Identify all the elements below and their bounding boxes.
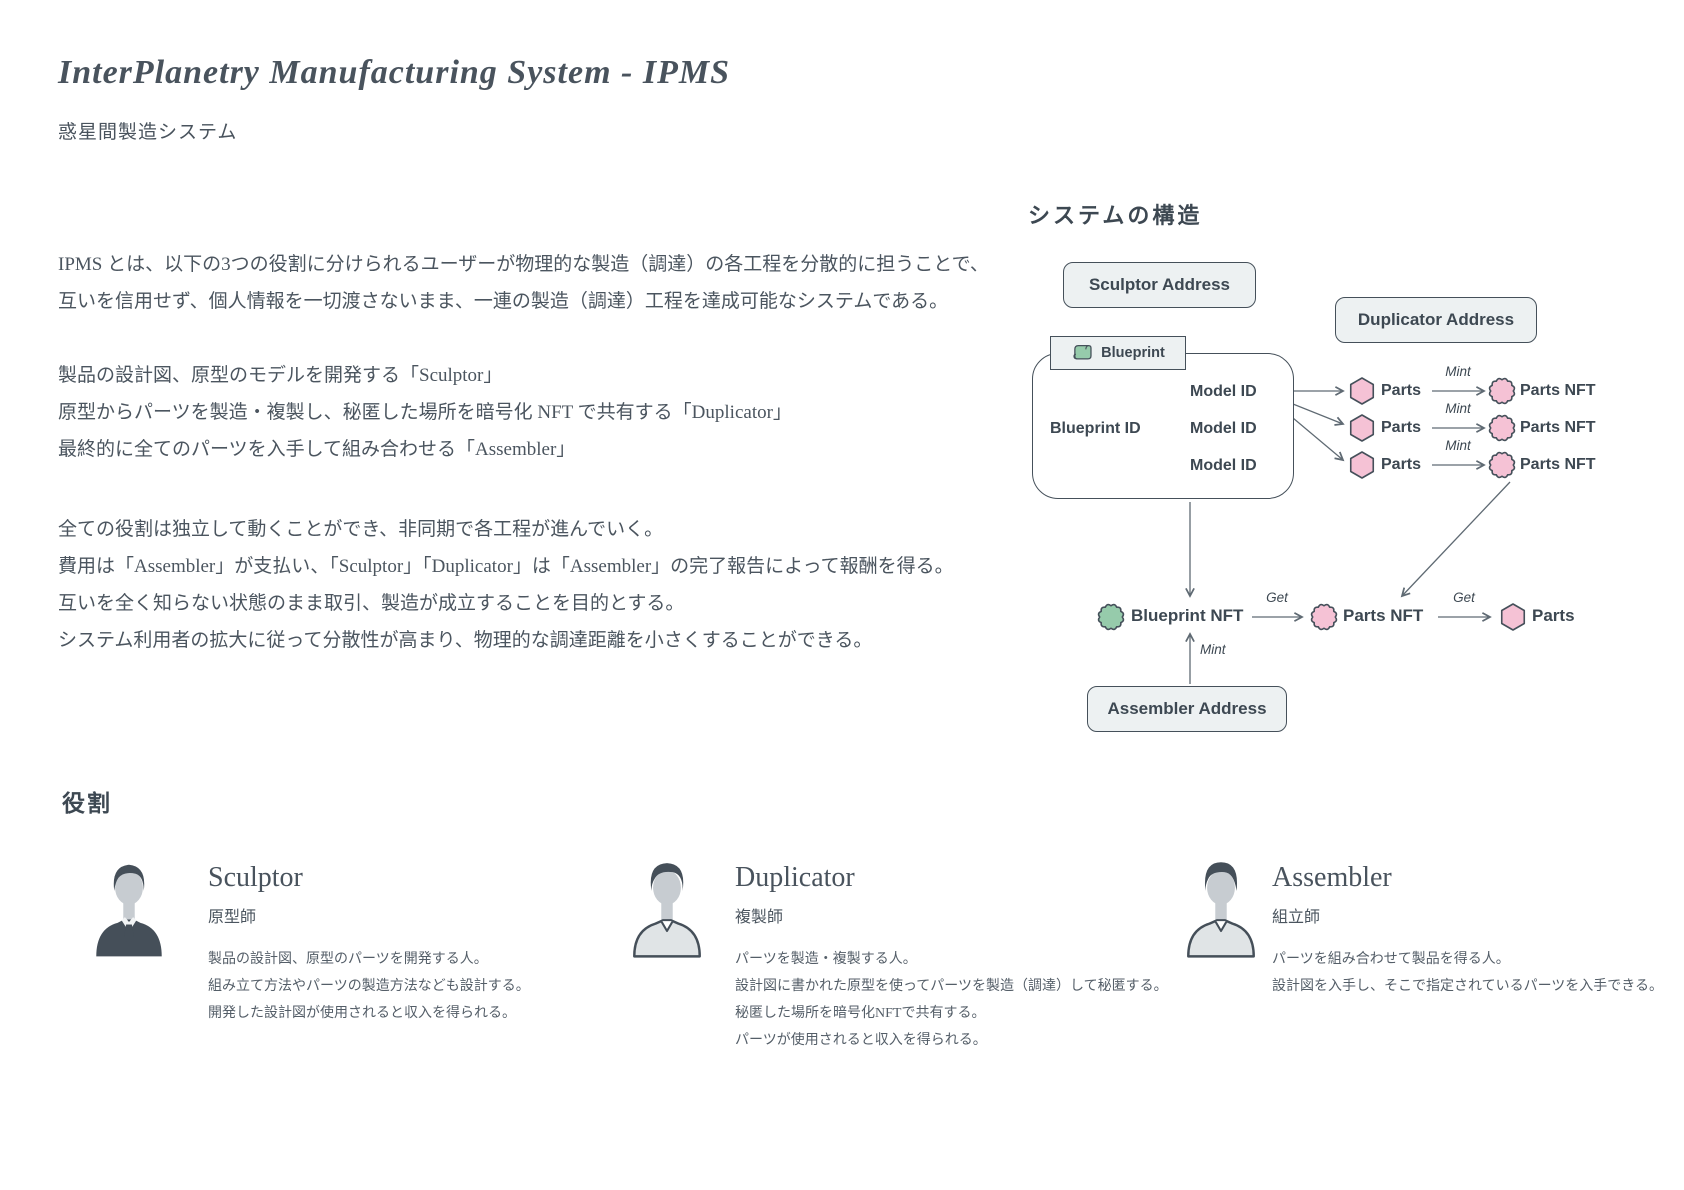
intro-line: IPMS とは、以下の3つの役割に分けられるユーザーが物理的な製造（調達）の各工…	[58, 254, 989, 275]
intro-paragraph-1: IPMS とは、以下の3つの役割に分けられるユーザーが物理的な製造（調達）の各工…	[58, 246, 989, 320]
role-desc-line: 秘匿した場所を暗号化NFTで共有する。	[735, 1006, 986, 1021]
role-desc-line: 設計図を入手し、そこで指定されているパーツを入手できる。	[1272, 979, 1664, 994]
blueprint-nft-label: Blueprint NFT	[1131, 606, 1244, 625]
get-label: Get	[1266, 590, 1288, 605]
parts-label: Parts	[1532, 606, 1575, 625]
role-name-ja-sculptor: 原型師	[208, 909, 257, 926]
blueprint-scroll-icon	[1073, 345, 1092, 360]
role-name-sculptor: Sculptor	[208, 862, 303, 893]
page-subtitle: 惑星間製造システム	[58, 122, 238, 143]
role-desc-line: パーツが使用されると収入を得られる。	[735, 1033, 987, 1048]
model-id-label-1: Model ID	[1190, 383, 1257, 400]
assembler-address-box: Assembler Address	[1087, 686, 1287, 732]
sculptor-address-box: Sculptor Address	[1063, 262, 1256, 308]
intro-line: 原型からパーツを製造・複製し、秘匿した場所を暗号化 NFT で共有する「Dupl…	[58, 402, 792, 423]
model-id-label-3: Model ID	[1190, 457, 1257, 474]
parts-label: Parts	[1381, 419, 1422, 436]
blueprint-container-box	[1032, 353, 1294, 499]
role-name-ja-assembler: 組立師	[1272, 909, 1321, 926]
parts-nft-label: Parts NFT	[1520, 419, 1596, 436]
mint-label: Mint	[1445, 401, 1471, 416]
duplicator-address-box: Duplicator Address	[1335, 297, 1537, 343]
intro-line: システム利用者の拡大に従って分散性が高まり、物理的な調達距離を小さくすることがで…	[58, 630, 873, 651]
parts-hexagon-icon	[1500, 603, 1526, 631]
role-desc-duplicator: パーツを製造・複製する人。 設計図に書かれた原型を使ってパーツを製造（調達）して…	[735, 946, 1168, 1054]
parts-nft-badge-icon	[1310, 603, 1338, 631]
intro-paragraph-2: 製品の設計図、原型のモデルを開発する「Sculptor」 原型からパーツを製造・…	[58, 357, 792, 468]
page-title: InterPlanetry Manufacturing System - IPM…	[58, 54, 730, 91]
role-desc-line: パーツを組み合わせて製品を得る人。	[1272, 952, 1510, 967]
blueprint-label: Blueprint	[1101, 345, 1165, 361]
role-desc-line: 製品の設計図、原型のパーツを開発する人。	[208, 952, 488, 967]
role-desc-assembler: パーツを組み合わせて製品を得る人。 設計図を入手し、そこで指定されているパーツを…	[1272, 946, 1663, 1000]
parts-label: Parts	[1381, 382, 1422, 399]
diagram-title: システムの構造	[1028, 203, 1203, 228]
parts-nft-label: Parts NFT	[1343, 606, 1424, 625]
role-desc-line: 設計図に書かれた原型を使ってパーツを製造（調達）して秘匿する。	[735, 979, 1168, 994]
sculptor-avatar	[96, 864, 162, 957]
blueprint-id-label: Blueprint ID	[1050, 420, 1141, 437]
roles-title: 役割	[62, 791, 112, 816]
blueprint-tab: Blueprint	[1050, 336, 1186, 370]
parts-hexagon-icon	[1349, 414, 1375, 442]
parts-nft-label: Parts NFT	[1520, 456, 1596, 473]
parts-hexagon-icon	[1349, 451, 1375, 479]
role-name-assembler: Assembler	[1272, 862, 1392, 893]
role-desc-sculptor: 製品の設計図、原型のパーツを開発する人。 組み立て方法やパーツの製造方法なども設…	[208, 946, 530, 1027]
parts-nft-badge-icon	[1488, 377, 1516, 405]
parts-label: Parts	[1381, 456, 1422, 473]
intro-paragraph-3: 全ての役割は独立して動くことができ、非同期で各工程が進んでいく。 費用は「Ass…	[58, 511, 954, 659]
blueprint-nft-badge-icon	[1097, 603, 1125, 631]
intro-line: 互いを信用せず、個人情報を一切渡さないまま、一連の製造（調達）工程を達成可能なシ…	[58, 291, 949, 312]
role-name-ja-duplicator: 複製師	[735, 909, 784, 926]
intro-line: 最終的に全てのパーツを入手して組み合わせる「Assembler」	[58, 439, 576, 460]
intro-line: 費用は「Assembler」が支払い、「Sculptor」「Duplicator…	[58, 556, 954, 577]
role-desc-line: 組み立て方法やパーツの製造方法なども設計する。	[208, 979, 530, 994]
intro-line: 互いを全く知らない状態のまま取引、製造が成立することを目的とする。	[58, 593, 685, 614]
assembler-avatar	[1187, 862, 1255, 958]
model-id-label-2: Model ID	[1190, 420, 1257, 437]
intro-line: 全ての役割は独立して動くことができ、非同期で各工程が進んでいく。	[58, 519, 664, 540]
mint-label: Mint	[1445, 364, 1471, 379]
intro-line: 製品の設計図、原型のモデルを開発する「Sculptor」	[58, 365, 503, 386]
mint-label: Mint	[1445, 438, 1471, 453]
parts-nft-label: Parts NFT	[1520, 382, 1596, 399]
parts-nft-badge-icon	[1488, 451, 1516, 479]
role-name-duplicator: Duplicator	[735, 862, 855, 893]
duplicator-avatar	[633, 863, 701, 958]
parts-hexagon-icon	[1349, 377, 1375, 405]
mint-label: Mint	[1200, 642, 1226, 657]
role-desc-line: パーツを製造・複製する人。	[735, 952, 917, 967]
parts-nft-badge-icon	[1488, 414, 1516, 442]
role-desc-line: 開発した設計図が使用されると収入を得られる。	[208, 1006, 516, 1021]
get-label: Get	[1453, 590, 1475, 605]
